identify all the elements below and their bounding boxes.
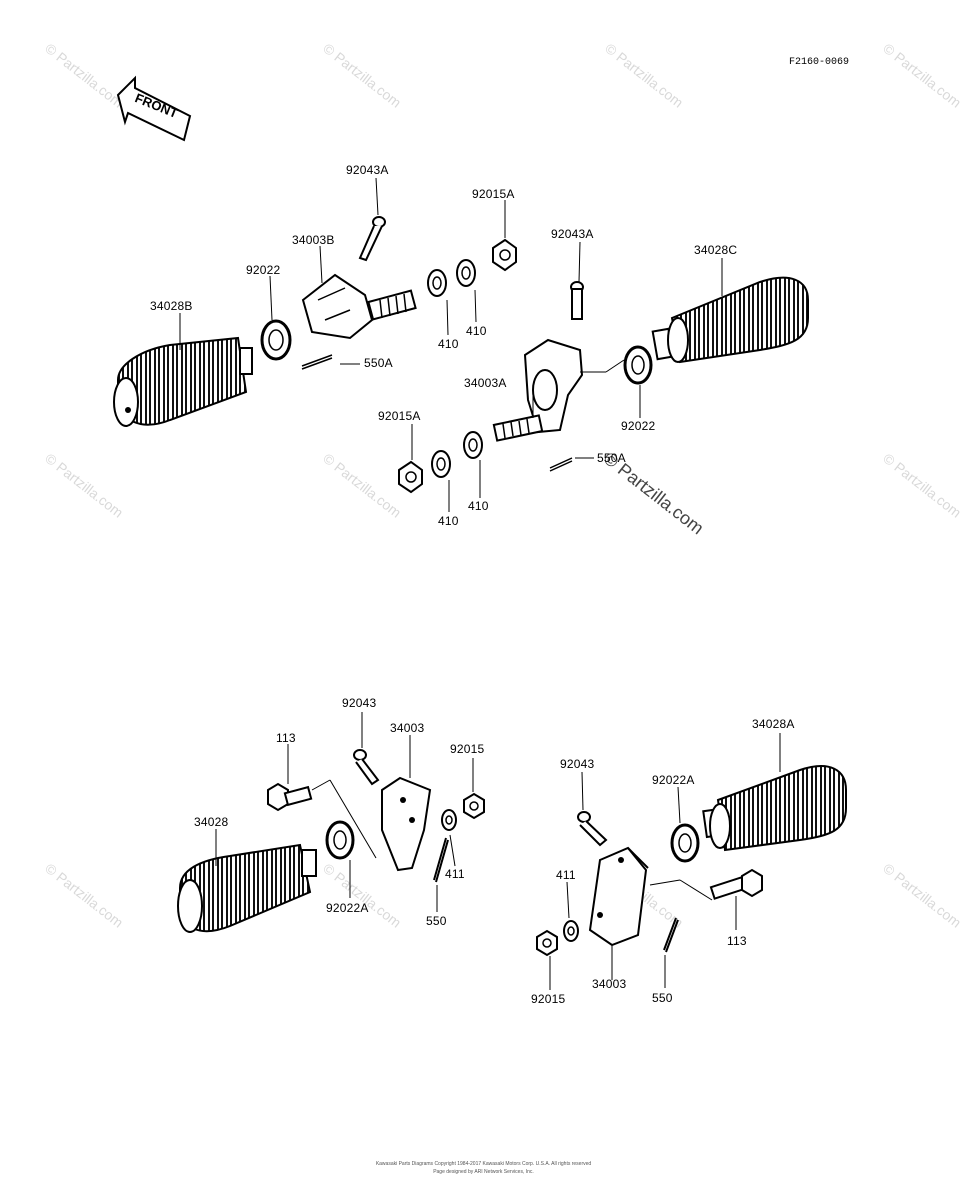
bolt-113-left [267, 782, 313, 812]
callout-34003b: 34003B [292, 233, 335, 247]
callout-550a: 550A [364, 356, 393, 370]
callout-113: 113 [276, 731, 296, 745]
callout-34028b: 34028B [150, 299, 193, 313]
bolt-pin-92043-right [577, 811, 608, 847]
callout-410: 410 [468, 499, 489, 513]
footpeg-34028 [177, 843, 317, 933]
callout-92015a: 92015A [472, 187, 515, 201]
callout-410: 410 [438, 514, 459, 528]
leader-lines-bottom-left [215, 712, 474, 912]
footpeg-right-top [651, 276, 809, 364]
washer-410-a [427, 269, 447, 297]
callout-92043a: 92043A [551, 227, 594, 241]
nut-92015-left [463, 792, 485, 820]
callout-92022a: 92022A [326, 901, 369, 915]
callout-34028: 34028 [194, 815, 229, 829]
bracket-34003a [492, 338, 584, 442]
callout-34003: 34003 [390, 721, 425, 735]
bolt-92043a-left [358, 216, 386, 262]
bolt-pin-92043-left [353, 749, 380, 786]
diagram-code: F2160-0069 [788, 57, 849, 68]
callout-550a: 550A [597, 451, 626, 465]
bolt-92043a-right [570, 281, 584, 320]
callout-92043a: 92043A [346, 163, 389, 177]
callout-34003: 34003 [592, 977, 627, 991]
callout-410: 410 [438, 337, 459, 351]
washer-410-d [463, 431, 483, 459]
callout-550: 550 [426, 914, 447, 928]
cotter-pin-550a-left [301, 354, 333, 370]
bolt-113-right [709, 868, 763, 900]
cotter-pin-550a-right [549, 457, 573, 472]
washer-92022-left [260, 319, 292, 361]
callout-410: 410 [466, 324, 487, 338]
washer-410-b [456, 259, 476, 287]
washer-92022a-right [670, 823, 700, 863]
callout-92022a: 92022A [652, 773, 695, 787]
callout-550: 550 [652, 991, 673, 1005]
washer-411-right [563, 920, 579, 942]
callout-34028c: 34028C [694, 243, 738, 257]
bracket-34003-left [381, 776, 432, 872]
nut-92015a-top [492, 238, 517, 272]
callout-34003a: 34003A [464, 376, 507, 390]
washer-92022-right [623, 345, 653, 385]
callout-92043: 92043 [560, 757, 595, 771]
footer-copyright: Kawasaki Parts Diagrams Copyright 1984-2… [375, 1161, 592, 1167]
washer-411-left [441, 809, 457, 831]
footpeg-left-top [113, 336, 253, 427]
washer-92022a-left [325, 820, 355, 860]
leader-lines-bottom-right [549, 733, 781, 990]
cotter-550-right [663, 917, 679, 953]
cotter-550-left [433, 837, 449, 883]
leader-lines-top [179, 177, 723, 512]
callout-92015a: 92015A [378, 409, 421, 423]
bracket-34003b [301, 273, 417, 340]
bracket-34003-right [588, 846, 649, 947]
footpeg-34028a [702, 765, 847, 852]
callout-92022: 92022 [246, 263, 281, 277]
callout-92043: 92043 [342, 696, 377, 710]
callout-92015: 92015 [531, 992, 566, 1006]
washer-410-c [431, 450, 451, 478]
nut-92015a-bottom [398, 460, 423, 494]
callout-34028a: 34028A [752, 717, 795, 731]
callout-92015: 92015 [450, 742, 485, 756]
callout-92022: 92022 [621, 419, 656, 433]
callout-113: 113 [727, 934, 747, 948]
nut-92015-right [536, 929, 558, 957]
footer-credit: Page designed by ARI Network Services, I… [433, 1169, 534, 1175]
callout-411: 411 [445, 867, 465, 881]
callout-411: 411 [556, 868, 576, 882]
front-arrow-icon: FRONT [116, 75, 192, 142]
